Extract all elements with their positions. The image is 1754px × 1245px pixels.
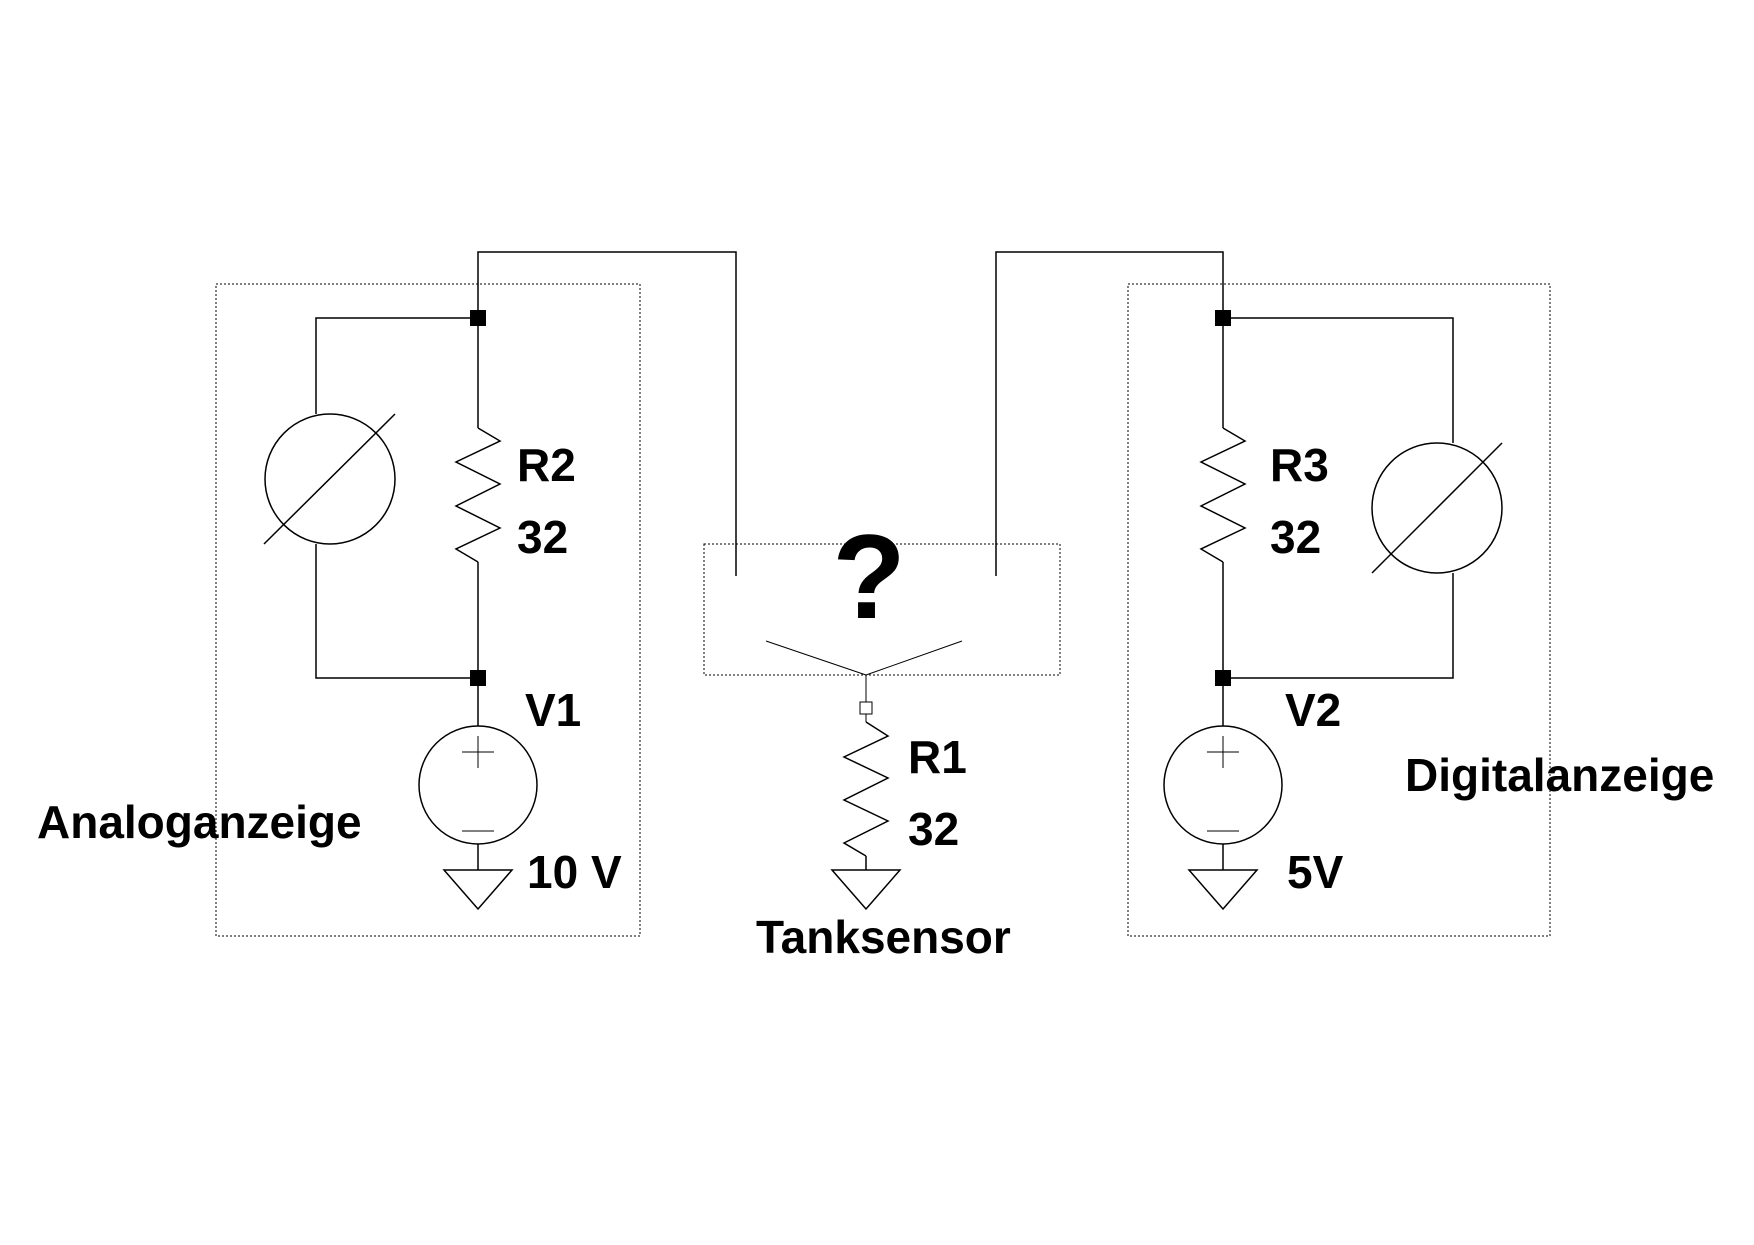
- r3-name-label: R3: [1270, 439, 1329, 491]
- v1-value-label: 10 V: [527, 846, 622, 898]
- sensor-contact-icon: [765, 640, 963, 722]
- digital-display-label: Digitalanzeige: [1405, 749, 1714, 801]
- digital-meter-icon: [1371, 442, 1503, 574]
- ground-icon-v2: [1187, 869, 1259, 911]
- r2-name-label: R2: [517, 439, 576, 491]
- r2-value-label: 32: [517, 511, 568, 563]
- v2-name-label: V2: [1285, 684, 1341, 736]
- ground-icon-r1: [830, 869, 902, 911]
- left-to-sensor-wire: [477, 251, 737, 576]
- resistor-r3-icon: [1199, 427, 1247, 563]
- sensor-to-right-wire: [995, 251, 1224, 576]
- analog-display-label: Analoganzeige: [37, 796, 362, 848]
- tank-sensor-boundary: [703, 543, 1061, 676]
- question-mark: ?: [832, 510, 905, 644]
- ground-icon-v1: [442, 869, 514, 911]
- meter-top-wire: [1223, 317, 1454, 443]
- r3-value-label: 32: [1270, 511, 1321, 563]
- analog-display-boundary: [215, 283, 641, 937]
- meter-top-wire: [315, 317, 478, 414]
- v2-value-label: 5V: [1287, 846, 1344, 898]
- analog-display-block: R2 32 V1 10 V Analoganzeige: [37, 283, 641, 937]
- node-junction: [1215, 310, 1231, 326]
- r1-value-label: 32: [908, 803, 959, 855]
- voltage-source-v1-icon: [418, 725, 538, 845]
- digital-display-block: R3 32 V2 5V Digitalanzeige: [1127, 283, 1714, 937]
- v1-name-label: V1: [525, 684, 581, 736]
- tank-sensor-block: ? R1 32 Tanksensor: [703, 510, 1061, 963]
- resistor-r2-icon: [454, 427, 502, 563]
- resistor-r1-icon: [842, 721, 890, 857]
- meter-bottom-wire: [315, 544, 478, 679]
- tank-sensor-label: Tanksensor: [756, 911, 1011, 963]
- meter-bottom-wire: [1223, 573, 1454, 679]
- r1-name-label: R1: [908, 731, 967, 783]
- node-junction: [470, 670, 486, 686]
- analog-meter-icon: [263, 413, 396, 545]
- node-junction: [1215, 670, 1231, 686]
- digital-display-boundary: [1127, 283, 1551, 937]
- voltage-source-v2-icon: [1163, 725, 1283, 845]
